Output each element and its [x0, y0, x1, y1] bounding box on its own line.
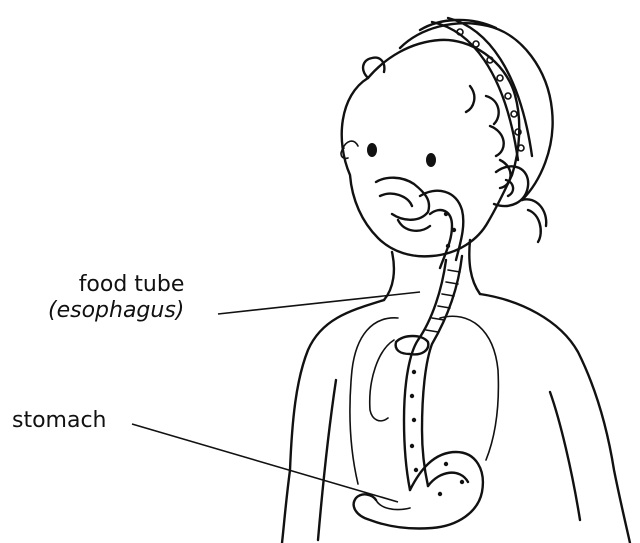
left-lung: [370, 340, 394, 421]
neck: [384, 240, 480, 300]
esophagus-label-text: (esophagus): [48, 298, 184, 324]
food-tube-leader-line: [218, 292, 420, 314]
stomach-label: stomach: [12, 408, 107, 434]
ponytail: [522, 199, 546, 242]
right-arm-line: [318, 380, 580, 540]
small-intestine-start: [376, 500, 410, 510]
mouth: [376, 178, 430, 231]
food-tube-label-text: food tube: [79, 272, 185, 297]
right-eye: [426, 153, 436, 167]
food-tube-label: food tube (esophagus): [72, 272, 184, 324]
left-eye: [367, 143, 377, 157]
stomach-leader-line: [132, 424, 398, 502]
stomach-organ: [354, 452, 483, 529]
